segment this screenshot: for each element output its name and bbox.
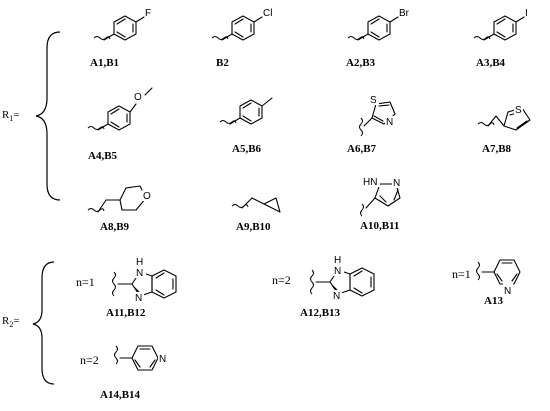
- compound-label: A6,B7: [347, 143, 377, 155]
- p-fluorophenyl: F A1,B1: [90, 8, 151, 69]
- compound-label: A9,B10: [236, 221, 271, 233]
- fluorine-atom: F: [145, 8, 151, 19]
- compound-label: A14,B14: [100, 389, 141, 401]
- compound-label: A10,B11: [360, 220, 399, 232]
- nitrogen-atom: N: [393, 178, 400, 189]
- pyridyl-n1: n=1 N A13: [452, 259, 521, 307]
- thienylmethyl: S A7,B8: [477, 104, 531, 155]
- cyclopropylmethyl: A9,B10: [231, 197, 281, 233]
- p-iodophenyl: I A3,B4: [473, 8, 528, 69]
- n-value: n=1: [76, 275, 95, 289]
- benzimidazole-n1: n=1 H N N A11,B12: [76, 256, 177, 319]
- thiazolyl: S N A6,B7: [347, 94, 396, 155]
- compound-label: A8,B9: [100, 221, 130, 233]
- compound-label: A1,B1: [90, 57, 119, 69]
- benzimidazole-n2: n=2 H N N A12,B13: [272, 254, 375, 319]
- r2-label: R2=: [2, 315, 20, 329]
- n-value: n=2: [272, 273, 291, 287]
- sulfur-atom: S: [515, 105, 522, 116]
- compound-label: A5,B6: [232, 143, 262, 155]
- r2-group: R2=: [2, 261, 55, 385]
- nh-atom: N: [334, 266, 341, 277]
- compound-label: A3,B4: [476, 57, 506, 69]
- nitrogen-atom: N: [504, 286, 511, 297]
- h-atom: H: [334, 255, 341, 266]
- thf-methyl: O A8,B9: [87, 185, 151, 233]
- p-chlorophenyl: Cl B2: [211, 8, 272, 69]
- compound-label: A4,B5: [88, 150, 118, 162]
- compound-label: B2: [216, 57, 229, 69]
- nitrogen-atom: N: [135, 293, 142, 304]
- oxygen-atom: O: [134, 92, 142, 103]
- compound-label: A12,B13: [300, 307, 341, 319]
- sulfur-atom: S: [370, 95, 377, 106]
- nh-atom: N: [136, 268, 143, 279]
- r1-group: R1=: [2, 31, 61, 201]
- compound-label: A11,B12: [106, 307, 146, 319]
- r1-brace: [35, 31, 61, 201]
- nitrogen-atom: N: [159, 354, 166, 365]
- nitrogen-atom: N: [333, 291, 340, 302]
- compound-label: A2,B3: [346, 57, 376, 69]
- p-bromophenyl: Br A2,B3: [346, 8, 410, 69]
- chlorine-atom: Cl: [263, 8, 272, 19]
- h-atom: H: [136, 257, 143, 268]
- r1-label: R1=: [2, 109, 20, 123]
- n-value: n=1: [452, 267, 471, 281]
- nitrogen-atom: N: [386, 117, 393, 128]
- r2-brace: [32, 261, 55, 385]
- pyrazolyl: HN N A10,B11: [360, 175, 402, 232]
- bromine-atom: Br: [399, 8, 410, 19]
- nh-atom: HN: [363, 177, 377, 188]
- oxygen-atom: O: [143, 191, 151, 202]
- compound-label: A7,B8: [482, 143, 512, 155]
- n-value: n=2: [80, 353, 99, 367]
- p-tolyl: A5,B6: [219, 97, 273, 155]
- iodine-atom: I: [525, 8, 528, 19]
- pyridyl-n2: n=2 N A14,B14: [80, 345, 168, 401]
- p-methoxyphenyl: O A4,B5: [87, 87, 153, 162]
- compound-label: A13: [484, 295, 503, 307]
